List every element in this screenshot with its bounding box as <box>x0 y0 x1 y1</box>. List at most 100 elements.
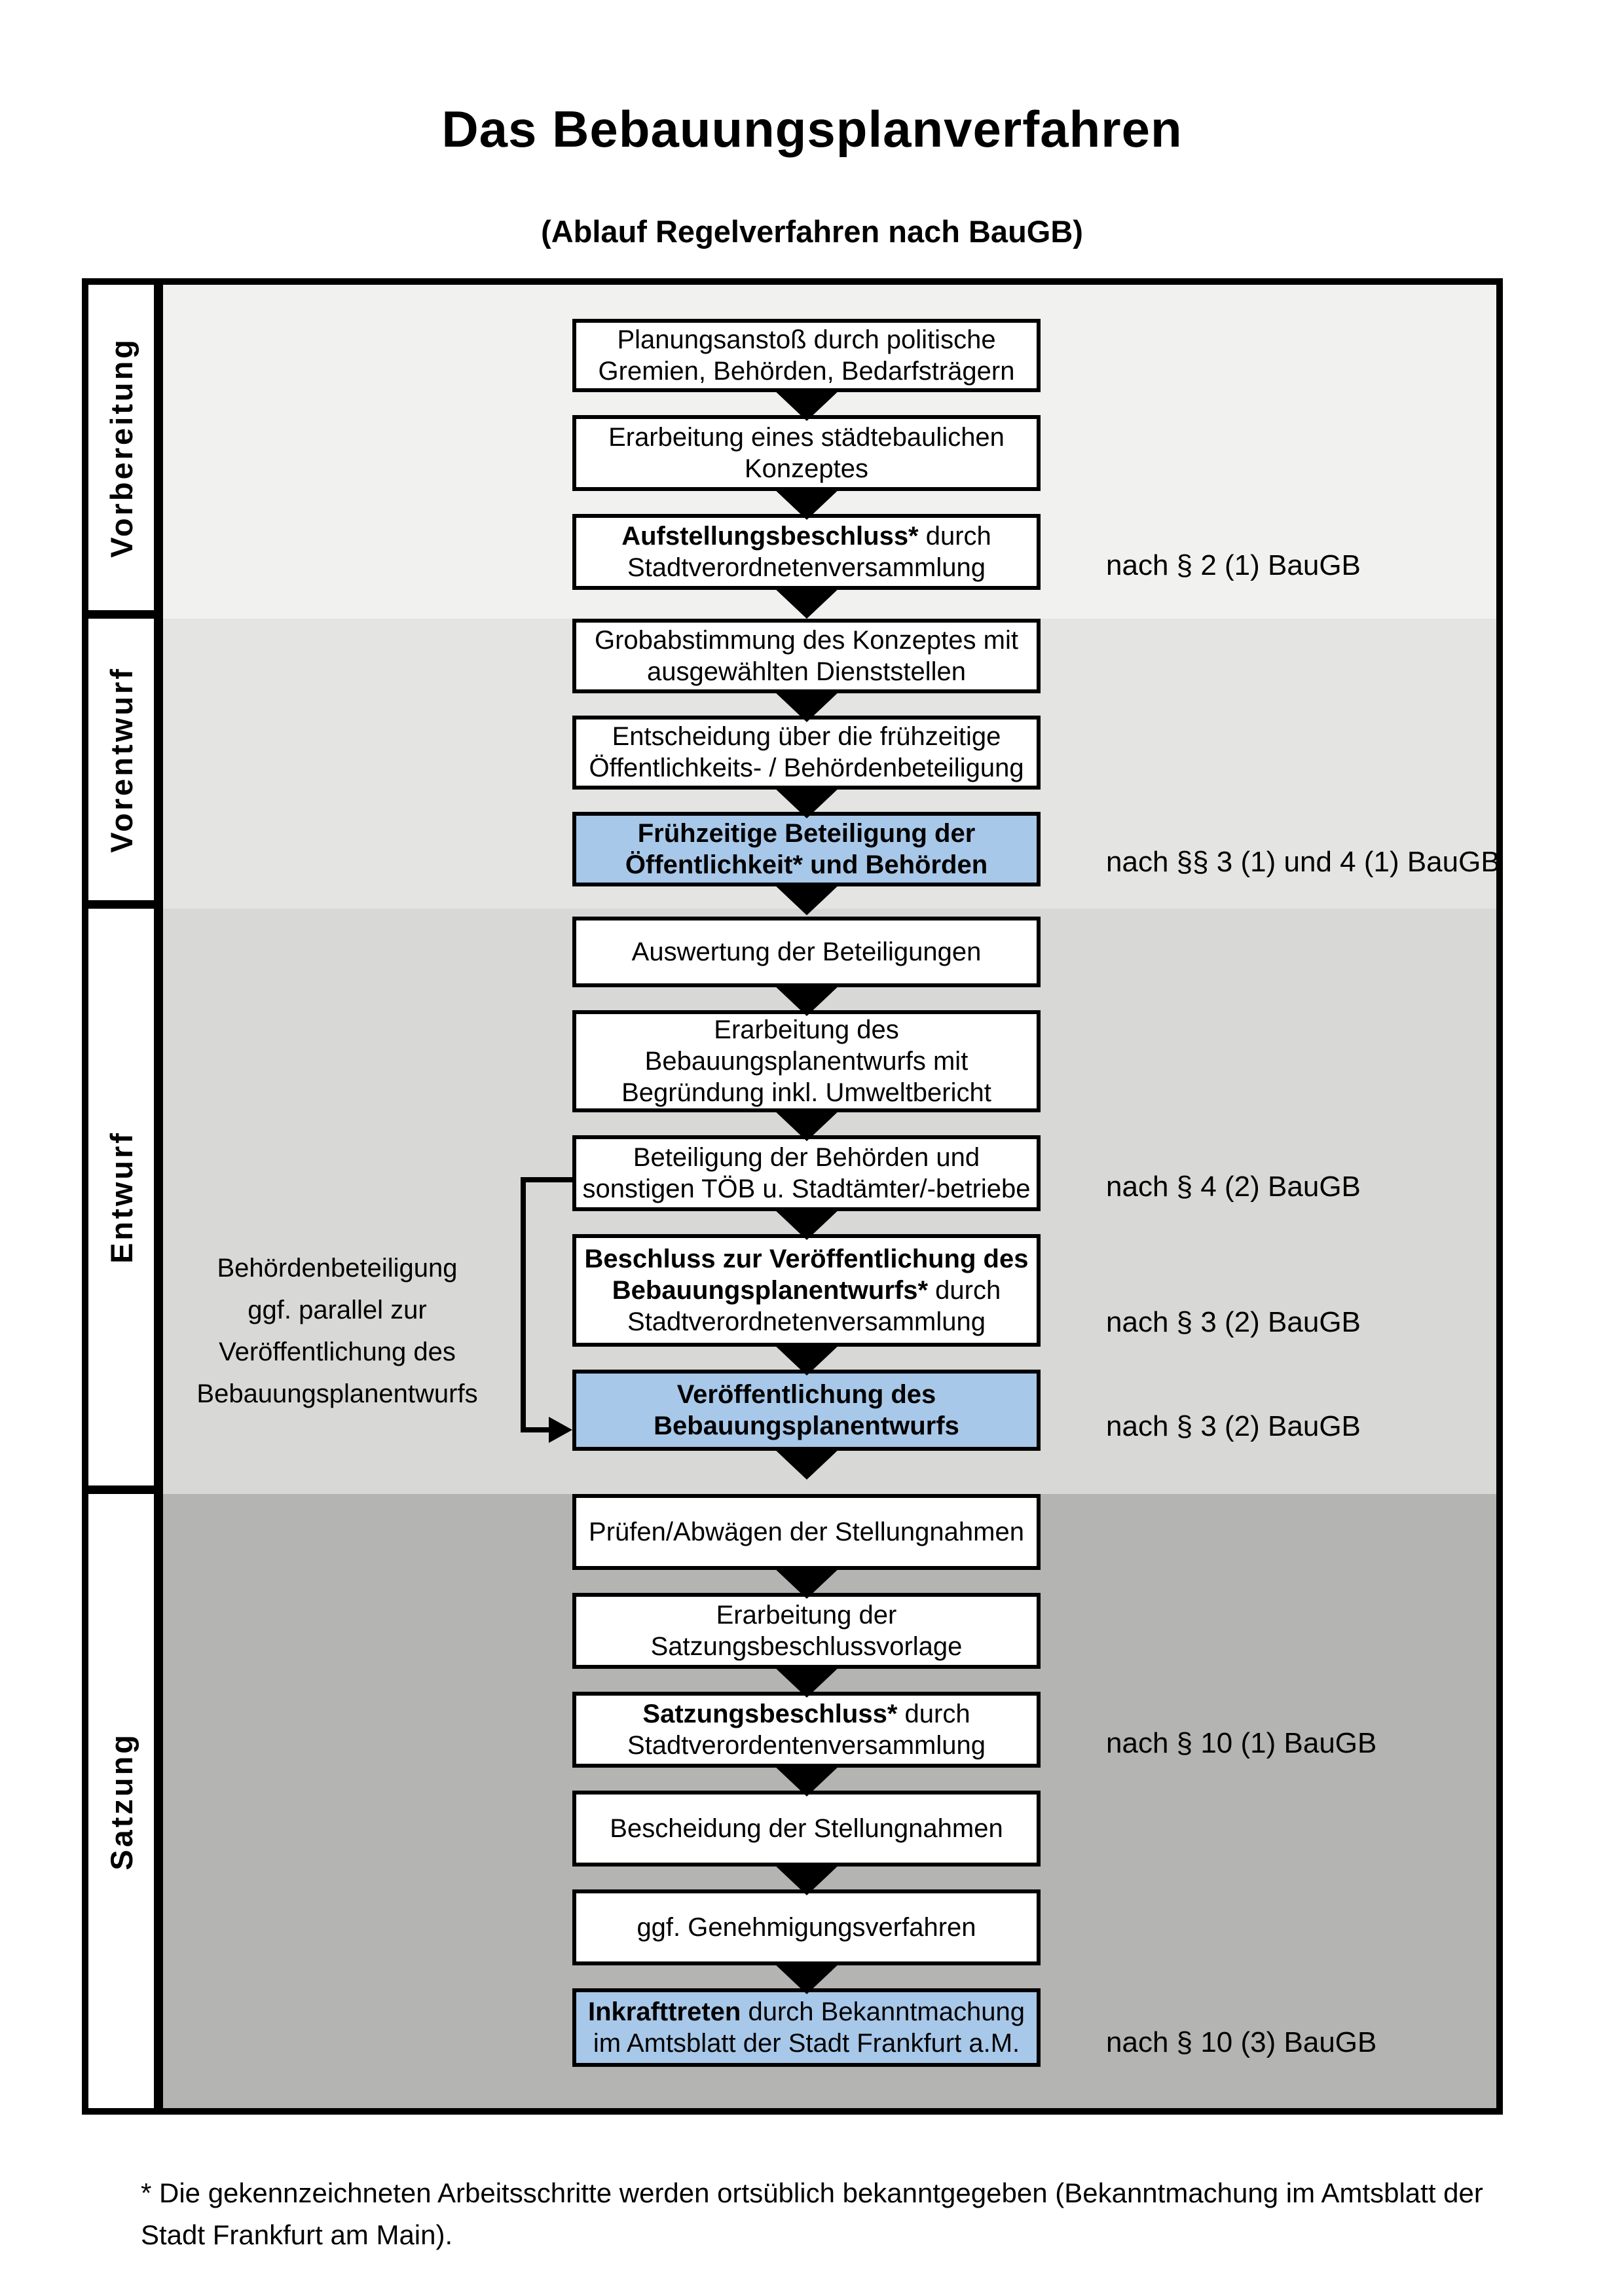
flow-step-text-line: Bebauungsplanentwurfs <box>654 1410 959 1442</box>
legal-reference-aufstellungsbeschluss: nach § 2 (1) BauGB <box>1106 549 1361 581</box>
step-text: durch <box>918 522 991 551</box>
phase-label: Entwurf <box>103 1131 139 1264</box>
legal-reference-fruehzeitige-beteiligung: nach §§ 3 (1) und 4 (1) BauGB <box>1106 845 1500 878</box>
step-text-bold: Bebauungsplanentwurfs <box>654 1412 959 1440</box>
step-text: Satzungsbeschlussvorlage <box>650 1632 963 1661</box>
step-text: durch Bekanntmachung <box>741 1997 1025 2026</box>
step-text: Bescheidung der Stellungnahmen <box>610 1814 1003 1843</box>
flow-step-text-line: Planungsanstoß durch politische <box>617 324 995 355</box>
flow-down-arrow-icon <box>572 1112 1041 1135</box>
flow-down-arrow-icon <box>572 1570 1041 1593</box>
step-text: Begründung inkl. Umweltbericht <box>621 1078 991 1107</box>
flow-step-text-line: Auswertung der Beteiligungen <box>632 936 982 968</box>
flow-step-text-line: Frühzeitige Beteiligung der <box>638 818 976 849</box>
connector-arrowhead-icon <box>549 1417 572 1443</box>
step-text: Grobabstimmung des Konzeptes mit <box>595 625 1018 655</box>
flow-step-text-line: Bebauungsplanentwurfs mit <box>645 1046 969 1077</box>
step-text: im Amtsblatt der Stadt Frankfurt a.M. <box>593 2029 1020 2058</box>
flow-step-text-line: Begründung inkl. Umweltbericht <box>621 1077 991 1108</box>
flow-down-arrow-icon <box>572 693 1041 716</box>
flow-down-arrow-icon <box>572 1669 1041 1692</box>
step-text-bold: Inkrafttreten <box>587 1997 741 2026</box>
flow-down-arrow-icon <box>572 392 1041 415</box>
flow-step-text-line: Beschluss zur Veröffentlichung des <box>585 1243 1029 1275</box>
flow-step-text-line: Stadtverordnetenversammlung <box>627 552 986 583</box>
flow-down-arrow-icon <box>572 1211 1041 1234</box>
step-text: Entscheidung über die frühzeitige <box>612 722 1001 752</box>
phase-label-cell-0: Vorbereitung <box>88 285 154 619</box>
flow-down-arrow-icon <box>572 491 1041 514</box>
phase-label: Vorbereitung <box>103 337 139 558</box>
step-text: durch <box>928 1276 1001 1305</box>
flow-step-behoerdenbeteiligung: Beteiligung der Behörden und sonstigen TÖ… <box>572 1135 1361 1211</box>
flow-step-text-line: Satzungsbeschlussvorlage <box>651 1631 963 1662</box>
flow-step-auswertung: Auswertung der Beteiligungen <box>572 917 1041 987</box>
page-subtitle: (Ablauf Regelverfahren nach BauGB) <box>541 214 1083 249</box>
flow-step-text-line: Entscheidung über die frühzeitige <box>612 721 1001 752</box>
flow-down-arrow-icon <box>572 1347 1041 1370</box>
step-text-bold: Öffentlichkeit* und Behörden <box>625 850 988 880</box>
phase-label-cell-1: Vorentwurf <box>88 619 154 909</box>
step-text: Auswertung der Beteiligungen <box>631 938 982 966</box>
legal-reference-veroeffentlichung: nach § 3 (2) BauGB <box>1106 1410 1361 1442</box>
connector-line-vertical <box>521 1177 526 1432</box>
step-text: Stadtverordentenversammlung <box>627 1731 986 1760</box>
side-note-line: Veröffentlichung des <box>219 1338 456 1366</box>
flow-step-genehmigungsverfahren: ggf. Genehmigungsverfahren <box>572 1889 1041 1965</box>
side-note-line: Behördenbeteiligung <box>217 1254 458 1283</box>
connector-line-horizontal-top <box>521 1177 573 1182</box>
flow-step-text-line: Gremien, Behörden, Bedarfsträgern <box>599 355 1015 387</box>
flow-down-arrow-icon <box>572 1768 1041 1791</box>
step-text-bold: Satzungsbeschluss* <box>642 1700 898 1728</box>
flow-down-arrow-icon <box>572 1451 1041 1474</box>
flow-step-text-line: Konzeptes <box>745 453 868 484</box>
flow-down-arrow-icon <box>572 987 1041 1010</box>
flow-step-text-line: Stadtverordentenversammlung <box>627 1730 986 1761</box>
step-text: Erarbeitung des <box>714 1015 899 1044</box>
flow-step-text-line: Öffentlichkeits- / Behördenbeteiligung <box>589 752 1024 784</box>
connector-line-horizontal-bottom <box>521 1427 551 1432</box>
flow-step-bescheidung: Bescheidung der Stellungnahmen <box>572 1791 1041 1867</box>
step-text: Stadtverordnetenversammlung <box>627 1307 986 1336</box>
step-text-bold: Veröffentlichung des <box>676 1380 936 1409</box>
step-text: Beteiligung der Behörden und <box>633 1143 980 1172</box>
page-title: Das Bebauungsplanverfahren <box>441 100 1183 158</box>
step-text: ausgewählten Dienststellen <box>647 657 966 686</box>
flow-step-text-line: Öffentlichkeit* und Behörden <box>625 849 987 881</box>
flow-step-text-line: sonstigen TÖB u. Stadtämter/-betriebe <box>582 1173 1030 1205</box>
side-note-line: Bebauungsplanentwurfs <box>196 1379 478 1408</box>
flow-step-text-line: Beteiligung der Behörden und <box>633 1142 980 1173</box>
flow-down-arrow-icon <box>572 886 1041 909</box>
label-content-divider <box>154 285 163 2108</box>
step-text: Planungsanstoß durch politische <box>617 325 996 354</box>
step-text: Erarbeitung eines städtebaulichen <box>608 423 1005 452</box>
flow-step-text-line: Inkrafttreten durch Bekanntmachung <box>588 1996 1025 2028</box>
flow-down-arrow-icon <box>572 1965 1041 1988</box>
step-text-bold: Bebauungsplanentwurfs* <box>612 1276 929 1305</box>
step-text: Konzeptes <box>744 454 869 483</box>
phase-label-cell-3: Satzung <box>88 1494 154 2108</box>
flow-step-text-line: Bescheidung der Stellungnahmen <box>610 1813 1003 1844</box>
flow-step-text-line: Grobabstimmung des Konzeptes mit <box>595 625 1018 656</box>
flow-down-arrow-icon <box>572 790 1041 812</box>
flow-step-text-line: Erarbeitung eines städtebaulichen <box>608 422 1005 453</box>
footnote: * Die gekennzeichneten Arbeitsschritte w… <box>141 2178 1483 2250</box>
step-text: sonstigen TÖB u. Stadtämter/-betriebe <box>582 1175 1031 1203</box>
step-text-bold: Beschluss zur Veröffentlichung des <box>584 1245 1029 1273</box>
flow-down-arrow-icon <box>572 1867 1041 1889</box>
side-note-line: ggf. parallel zur <box>248 1296 427 1324</box>
step-text: Öffentlichkeits- / Behördenbeteiligung <box>589 754 1024 783</box>
